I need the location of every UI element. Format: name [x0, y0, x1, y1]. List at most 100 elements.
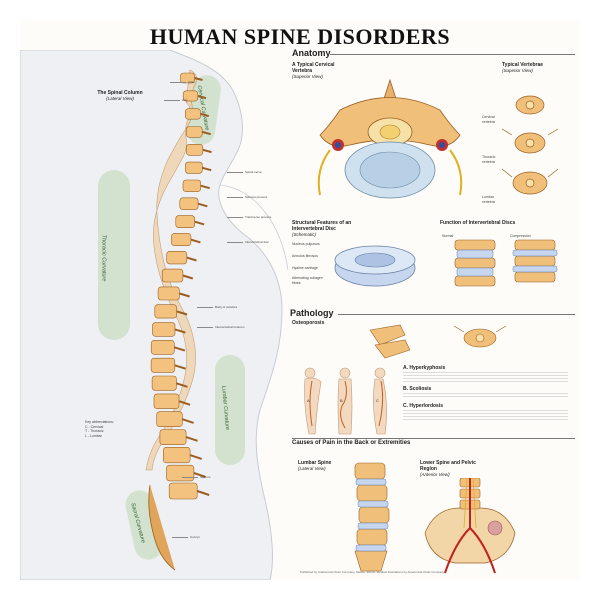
- vertebra: [175, 215, 195, 229]
- cervical-vertebra-title: A Typical Cervical Vertebra (Superior Vi…: [292, 62, 352, 80]
- spinous-process: [200, 184, 210, 190]
- vertebra: [179, 197, 199, 210]
- spinous-process: [181, 418, 194, 424]
- spine-label: Body of vertebra: [215, 305, 238, 309]
- spinous-process: [202, 148, 212, 154]
- spinous-process: [197, 95, 207, 100]
- disc-structure-subheading: (Schematic): [292, 232, 317, 237]
- vertebra: [185, 161, 203, 174]
- spinous-process: [202, 166, 212, 172]
- function-label-compression: Compression: [510, 234, 531, 238]
- spinal-column-title: The Spinal Column (Lateral View): [80, 90, 160, 102]
- spine-leader-line: [227, 242, 243, 243]
- cervical-vertebra-subheading: (Superior View): [292, 74, 323, 79]
- vertebra: [157, 286, 180, 301]
- abbrev-thoracic: T - Thoracic: [85, 429, 104, 433]
- spine-leader-line: [197, 327, 213, 328]
- vertebra: [150, 340, 175, 355]
- vertebra: [153, 393, 180, 409]
- spine-label: Atlas: [188, 80, 195, 84]
- spine-poster: HUMAN SPINE DISORDERS Cervical Curvature…: [20, 20, 580, 580]
- spine-leader-line: [164, 100, 180, 101]
- spinous-process: [189, 454, 203, 460]
- posture-figures: [304, 367, 387, 435]
- spinous-process: [185, 436, 198, 442]
- spinous-process: [200, 112, 210, 118]
- typical-vertebrae-title: Typical Vertebrae (Superior View): [502, 62, 572, 74]
- function-label-normal: Normal: [442, 234, 454, 238]
- lumbar-band: [215, 355, 245, 465]
- hyperkyphosis-title: A. Hyperkyphosis: [403, 365, 446, 371]
- hyperlordosis-title: C. Hyperlordosis: [403, 403, 444, 409]
- abbrev-cervical: C - Cervical: [85, 424, 104, 429]
- spine-label: Transverse process: [245, 215, 272, 219]
- vertebra: [150, 357, 176, 373]
- hyperlordosis-text: [403, 410, 568, 420]
- spinous-process: [178, 400, 191, 406]
- spine-label: Sacrum: [200, 475, 211, 479]
- spine-label: Intervertebral foramen: [215, 325, 245, 329]
- spinous-process: [174, 346, 186, 352]
- spine-leader-line: [227, 197, 243, 198]
- spinous-process: [176, 310, 188, 316]
- disc-label-nucleus: Nucleus pulposus: [292, 242, 320, 246]
- disc-label-annulus: Annulus fibrosus: [292, 254, 318, 258]
- disc-structure-title: Structural Features of an Intervertebral…: [292, 220, 382, 238]
- vertebra: [161, 268, 184, 283]
- pelvis-illustration: [424, 478, 516, 574]
- vertebra: [182, 179, 202, 192]
- posture-letter-b: B: [340, 398, 343, 403]
- spinous-process: [182, 274, 194, 280]
- vertebra: [182, 90, 199, 102]
- vertebra: [166, 464, 195, 482]
- vertebra: [186, 126, 203, 138]
- vertebra: [186, 144, 204, 156]
- vertebra: [154, 304, 177, 319]
- vertebra: [151, 375, 177, 391]
- spinal-column-subheading: (Lateral View): [106, 96, 134, 101]
- vertebra: [185, 108, 201, 120]
- spine-label: Axis: [182, 98, 188, 102]
- posture-letter-a: A: [307, 398, 310, 403]
- pelvis-subheading: (Anterior View): [420, 472, 450, 477]
- spinous-process: [186, 256, 197, 262]
- disc-structure-heading: Structural Features of an Intervertebral…: [292, 220, 352, 232]
- vertebra: [171, 233, 192, 246]
- hyperkyphosis-text: [403, 372, 568, 382]
- spinous-process: [193, 472, 206, 478]
- lumbar-spine-title: Lumbar Spine (Lateral View): [298, 460, 358, 472]
- lumbar-spine-illustration: [354, 462, 390, 572]
- vertebra: [159, 429, 187, 445]
- abbrev-title: Key abbreviations:: [85, 420, 114, 424]
- osteoporosis-title: Osteoporosis: [292, 320, 325, 326]
- cervical-vertebra-illustration: [317, 78, 463, 199]
- spine-leader-line: [227, 172, 243, 173]
- disc-function-title: Function of Intervertebral Discs: [440, 220, 516, 226]
- pain-causes-header: Causes of Pain in the Back or Extremitie…: [292, 440, 411, 446]
- spine-label: Intervertebral disc: [245, 240, 269, 244]
- pelvis-heading: Lower Spine and Pelvic Region: [420, 460, 476, 472]
- typical-label-thoracic: Thoracic vertebra: [482, 155, 496, 164]
- spinous-process: [190, 238, 201, 244]
- vertebra: [156, 411, 183, 428]
- abbreviation-key: Key abbreviations: C - Cervical T - Thor…: [85, 420, 125, 438]
- thoracic-band: [98, 170, 130, 340]
- typical-label-lumbar: Lumbar vertebra: [482, 195, 495, 204]
- abbrev-lumbar: L - Lumbar: [85, 433, 102, 438]
- anatomy-header: Anatomy: [292, 48, 331, 58]
- typical-vertebrae-illustration: [501, 95, 559, 195]
- posture-letter-c: C: [376, 398, 379, 403]
- spinous-process: [197, 202, 208, 208]
- typical-label-cervical: Cervical vertebra: [482, 115, 495, 124]
- lumbar-spine-heading: Lumbar Spine: [298, 460, 332, 466]
- spinal-column-heading: The Spinal Column: [97, 90, 143, 96]
- spinous-process: [194, 220, 205, 226]
- cervical-vertebra-heading: A Typical Cervical Vertebra: [292, 62, 335, 74]
- pathology-divider: [338, 314, 575, 315]
- spinous-process: [176, 382, 188, 388]
- spine-illustration: [145, 69, 212, 571]
- pathology-header: Pathology: [290, 308, 334, 318]
- body-silhouette: [20, 50, 289, 580]
- spinous-process: [174, 328, 186, 334]
- typical-vertebrae-subheading: (Superior View): [502, 68, 533, 73]
